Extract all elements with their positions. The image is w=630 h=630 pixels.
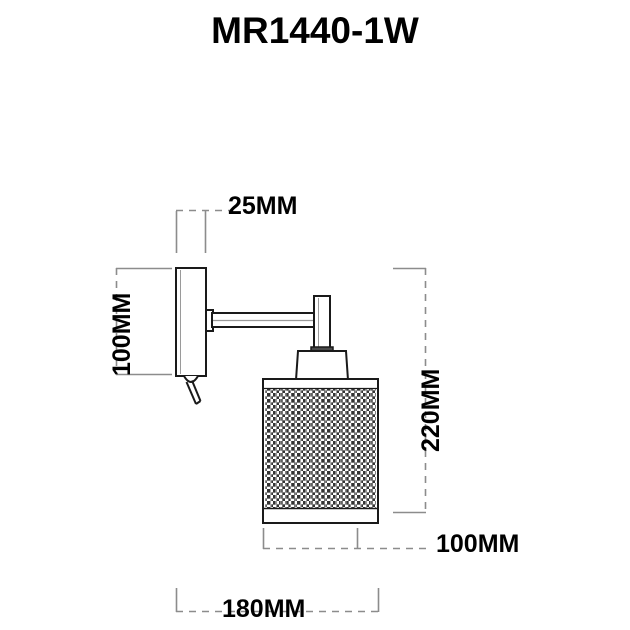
vertical-riser [313, 295, 331, 350]
wall-mount-plate [175, 267, 207, 377]
dimension-220mm-height [393, 267, 427, 514]
dimension-label-100mm-height: 100MM [108, 292, 136, 376]
dimension-label-180mm-projection: 180MM [222, 595, 306, 623]
dimension-100mm-height [115, 267, 172, 376]
dimension-25mm [175, 209, 232, 253]
dimension-lines [115, 209, 432, 613]
dimension-180mm-projection [175, 588, 380, 613]
page-title: MR1440-1W [211, 10, 419, 51]
dimension-label-25mm: 25MM [228, 192, 298, 220]
shade-cap [294, 350, 350, 381]
horizontal-arm [211, 312, 321, 328]
lamp-assembly [175, 267, 379, 524]
pull-cord-switch [183, 375, 202, 405]
dimension-label-100mm-width: 100MM [436, 530, 520, 558]
mesh-lamp-shade [262, 378, 379, 524]
dimension-100mm-width [262, 528, 432, 550]
dimension-label-220mm-height: 220MM [417, 368, 445, 452]
